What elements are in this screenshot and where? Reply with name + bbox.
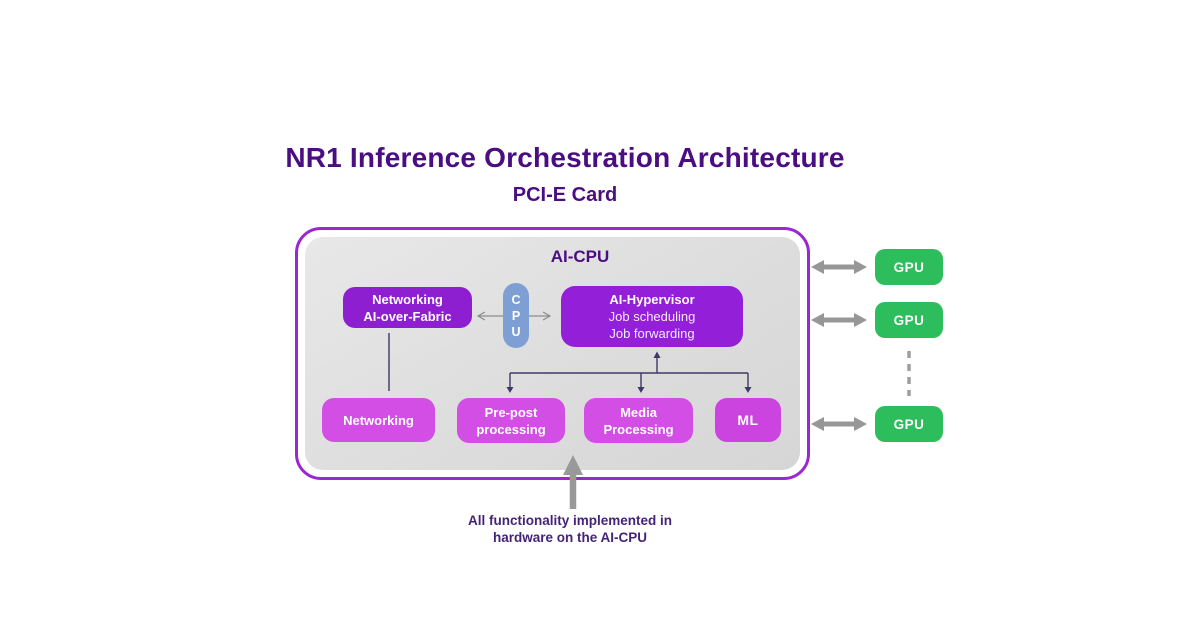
gpu-label: GPU — [893, 259, 925, 275]
page-subtitle: PCI-E Card — [512, 184, 618, 206]
hardware-caption-line1: All functionality implemented in — [467, 513, 673, 528]
gpu-box-3: GPU — [875, 406, 943, 442]
networking-label: Networking — [343, 412, 414, 428]
cpu-letter: C — [511, 292, 521, 307]
ml-label: ML — [737, 411, 759, 428]
networking-fabric-box: Networking AI-over-Fabric — [343, 287, 472, 328]
networking-fabric-line2: AI-over-Fabric — [363, 308, 452, 324]
media-line1: Media — [620, 404, 657, 420]
prepost-processing-box: Pre-post processing — [457, 398, 565, 443]
hypervisor-line1: Job scheduling — [608, 309, 696, 324]
hardware-caption-line2: hardware on the AI-CPU — [492, 530, 648, 545]
gpu-label: GPU — [893, 416, 925, 432]
prepost-line2: processing — [476, 421, 546, 437]
gpu-link-arrow-icon — [811, 417, 867, 431]
media-line2: Processing — [603, 421, 674, 437]
page-title: NR1 Inference Orchestration Architecture — [285, 142, 845, 173]
networking-box: Networking — [322, 398, 435, 442]
ai-hypervisor-box: AI-Hypervisor Job scheduling Job forward… — [561, 286, 743, 347]
cpu-pill: C P U — [503, 283, 529, 348]
prepost-line1: Pre-post — [484, 404, 538, 420]
ml-box: ML — [715, 398, 781, 442]
gpu-link-arrow-icon — [811, 260, 867, 274]
gpu-label: GPU — [893, 312, 925, 328]
gpu-link-arrow-icon — [811, 313, 867, 327]
hypervisor-line2: Job forwarding — [609, 326, 695, 341]
cpu-letter: U — [511, 324, 521, 339]
networking-fabric-line1: Networking — [372, 291, 443, 307]
hypervisor-title: AI-Hypervisor — [609, 292, 695, 307]
gpu-box-1: GPU — [875, 249, 943, 285]
hardware-caption: All functionality implemented in hardwar… — [420, 512, 720, 546]
ai-cpu-label: AI-CPU — [550, 247, 610, 266]
gpu-box-2: GPU — [875, 302, 943, 338]
media-processing-box: Media Processing — [584, 398, 693, 443]
cpu-letter: P — [511, 308, 521, 323]
